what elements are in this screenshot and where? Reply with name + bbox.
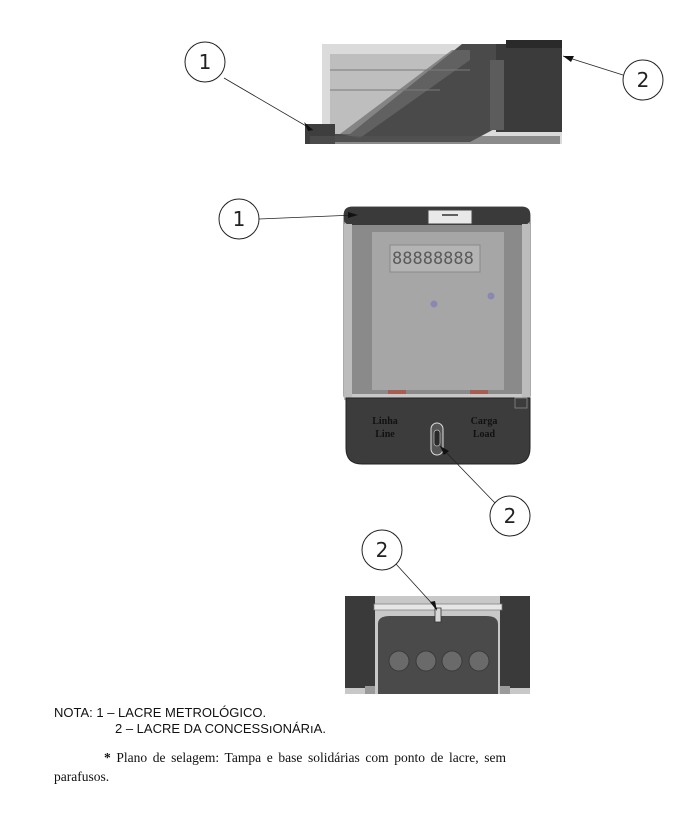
bottom-view <box>345 596 530 694</box>
lcd-display: 88888888 <box>392 249 474 269</box>
notes: NOTA: 1 – LACRE METROLÓGICO. 2 – LACRE D… <box>54 705 534 786</box>
callout-number: 2 <box>504 504 517 528</box>
footnote-text: Plano de selagem: Tampa e base solidária… <box>54 750 506 784</box>
note-item-2: 2 – LACRE DA CONCESSıONÁRıA. <box>115 721 326 736</box>
top-view <box>305 40 562 144</box>
callout-1-front: 1 <box>218 198 358 240</box>
terminal-label-load-en: Load <box>473 429 496 440</box>
callout-2-front: 2 <box>439 445 531 537</box>
front-view: 88888888 Linha Line Carga Load <box>343 206 531 465</box>
callout-2-top: 2 <box>562 55 664 101</box>
footnote-asterisk: * <box>104 750 111 765</box>
callout-1-top: 1 <box>184 41 314 131</box>
terminal-label-line-pt: Linha <box>372 416 398 427</box>
terminal-label-load-pt: Carga <box>471 416 498 427</box>
callout-number: 2 <box>637 68 650 92</box>
callout-number: 1 <box>199 50 212 74</box>
terminal-label-line-en: Line <box>375 429 395 440</box>
callout-2-bottom: 2 <box>361 529 438 611</box>
note-item-1: NOTA: 1 – LACRE METROLÓGICO. <box>54 705 267 720</box>
sealing-plan-footnote: * Plano de selagem: Tampa e base solidár… <box>54 748 506 786</box>
callout-number: 1 <box>233 207 246 231</box>
callout-number: 2 <box>376 538 389 562</box>
